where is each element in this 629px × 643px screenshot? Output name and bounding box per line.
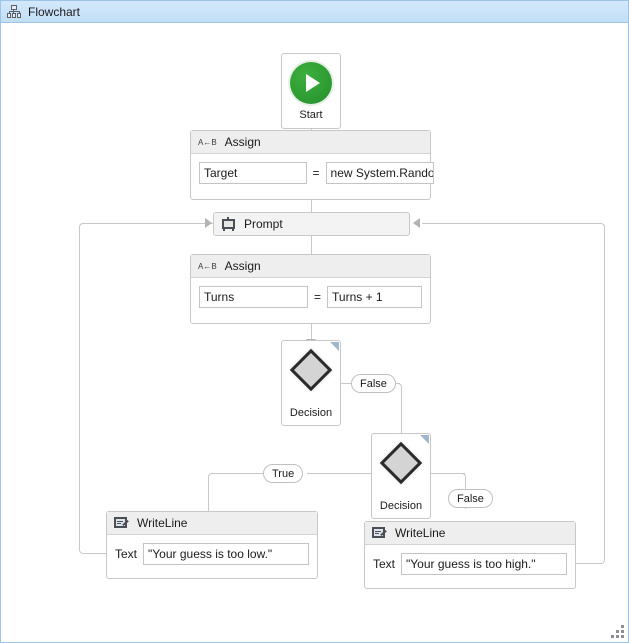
assign1-body: Target = new System.Randor xyxy=(191,154,434,193)
diamond-icon xyxy=(379,441,423,485)
writeline-icon xyxy=(114,516,129,530)
node-start[interactable]: Start xyxy=(281,53,341,129)
assign1-to-input[interactable]: Target xyxy=(199,162,307,184)
decision1-label: Decision xyxy=(289,407,333,419)
connector-prompt-to-assign2 xyxy=(311,236,312,261)
connector-loop-right-in xyxy=(576,563,598,564)
arrowhead-prompt-right xyxy=(413,218,420,228)
assign2-value-input[interactable]: Turns + 1 xyxy=(327,286,422,308)
decision2-corner-marker xyxy=(420,435,429,444)
window-title: Flowchart xyxy=(28,4,81,19)
writeline-low-header: WriteLine xyxy=(107,512,317,535)
assign1-header: A←B Assign xyxy=(191,131,430,154)
play-icon xyxy=(290,61,332,104)
connector-decision1-false-corner xyxy=(393,383,402,392)
connector-loop-left-in xyxy=(85,553,107,554)
connector-decision2-true-left-b xyxy=(216,473,263,474)
connector-decision2-true-down xyxy=(208,479,209,517)
node-decision-2[interactable]: Decision xyxy=(371,433,431,519)
writeline-low-field-label: Text xyxy=(115,547,138,561)
node-decision-1[interactable]: Decision xyxy=(281,340,341,426)
connector-loop-left-to-prompt xyxy=(86,223,213,224)
label-decision1-false: False xyxy=(351,374,396,393)
connector-decision1-false-down xyxy=(401,389,402,440)
start-label: Start xyxy=(299,108,323,121)
writeline-high-field-label: Text xyxy=(373,557,396,571)
writeline-low-text-input[interactable]: "Your guess is too low." xyxy=(143,543,309,565)
node-writeline-too-high[interactable]: WriteLine Text "Your guess is too high." xyxy=(364,521,576,589)
node-assign-turns[interactable]: A←B Assign Turns = Turns + 1 xyxy=(190,254,431,324)
resize-grip[interactable] xyxy=(611,625,625,639)
diamond-icon xyxy=(289,348,333,392)
node-writeline-too-low[interactable]: WriteLine Text "Your guess is too low." xyxy=(106,511,318,579)
connector-loop-left-corner-top xyxy=(79,223,88,232)
assign2-title: Assign xyxy=(224,259,261,273)
writeline-high-title: WriteLine xyxy=(395,526,446,540)
assign-icon: A←B xyxy=(198,137,217,147)
connector-decision2-true-corner xyxy=(208,473,217,482)
prompt-dialog-icon xyxy=(221,217,236,231)
writeline-high-text-input[interactable]: "Your guess is too high." xyxy=(401,553,567,575)
decision1-corner-marker xyxy=(330,342,339,351)
connector-loop-left-corner-bottom xyxy=(79,545,88,554)
connector-loop-left-vertical xyxy=(79,229,80,547)
prompt-title: Prompt xyxy=(244,217,283,231)
node-assign-target[interactable]: A←B Assign Target = new System.Randor xyxy=(190,130,434,200)
assign-icon: A←B xyxy=(198,261,217,271)
assign2-body: Turns = Turns + 1 xyxy=(191,278,430,317)
connector-assign2-to-decision1 xyxy=(311,324,312,346)
connector-decision2-false-corner xyxy=(457,473,466,482)
label-decision2-true: True xyxy=(263,464,304,483)
writeline-low-title: WriteLine xyxy=(137,516,188,530)
connector-loop-right-corner-top xyxy=(596,223,605,232)
org-chart-icon xyxy=(7,5,21,18)
assign2-header: A←B Assign xyxy=(191,255,430,278)
writeline-high-header: WriteLine xyxy=(365,522,575,545)
assign2-to-input[interactable]: Turns xyxy=(199,286,308,308)
connector-decision1-false-stub xyxy=(341,383,351,384)
writeline-low-body: Text "Your guess is too low." xyxy=(107,535,317,574)
writeline-high-body: Text "Your guess is too high." xyxy=(365,545,575,584)
flowchart-canvas[interactable]: Start A←B Assign Target = new System.Ran… xyxy=(1,23,628,642)
connector-decision2-false-right xyxy=(431,473,465,474)
connector-loop-right-corner-bottom xyxy=(596,555,605,564)
assign1-operator: = xyxy=(312,166,320,180)
decision2-label: Decision xyxy=(379,500,423,512)
connector-decision2-true-left-a xyxy=(307,473,371,474)
assign1-title: Assign xyxy=(224,135,261,149)
connector-loop-right-vertical xyxy=(604,229,605,557)
assign1-value-input[interactable]: new System.Randor xyxy=(325,162,434,184)
label-decision2-false: False xyxy=(448,489,493,508)
arrowhead-prompt-left xyxy=(205,218,212,228)
node-prompt[interactable]: Prompt xyxy=(213,212,410,236)
connector-loop-right-to-prompt xyxy=(422,223,597,224)
writeline-icon xyxy=(372,526,387,540)
window-titlebar[interactable]: Flowchart xyxy=(1,1,628,23)
assign2-operator: = xyxy=(314,290,322,304)
